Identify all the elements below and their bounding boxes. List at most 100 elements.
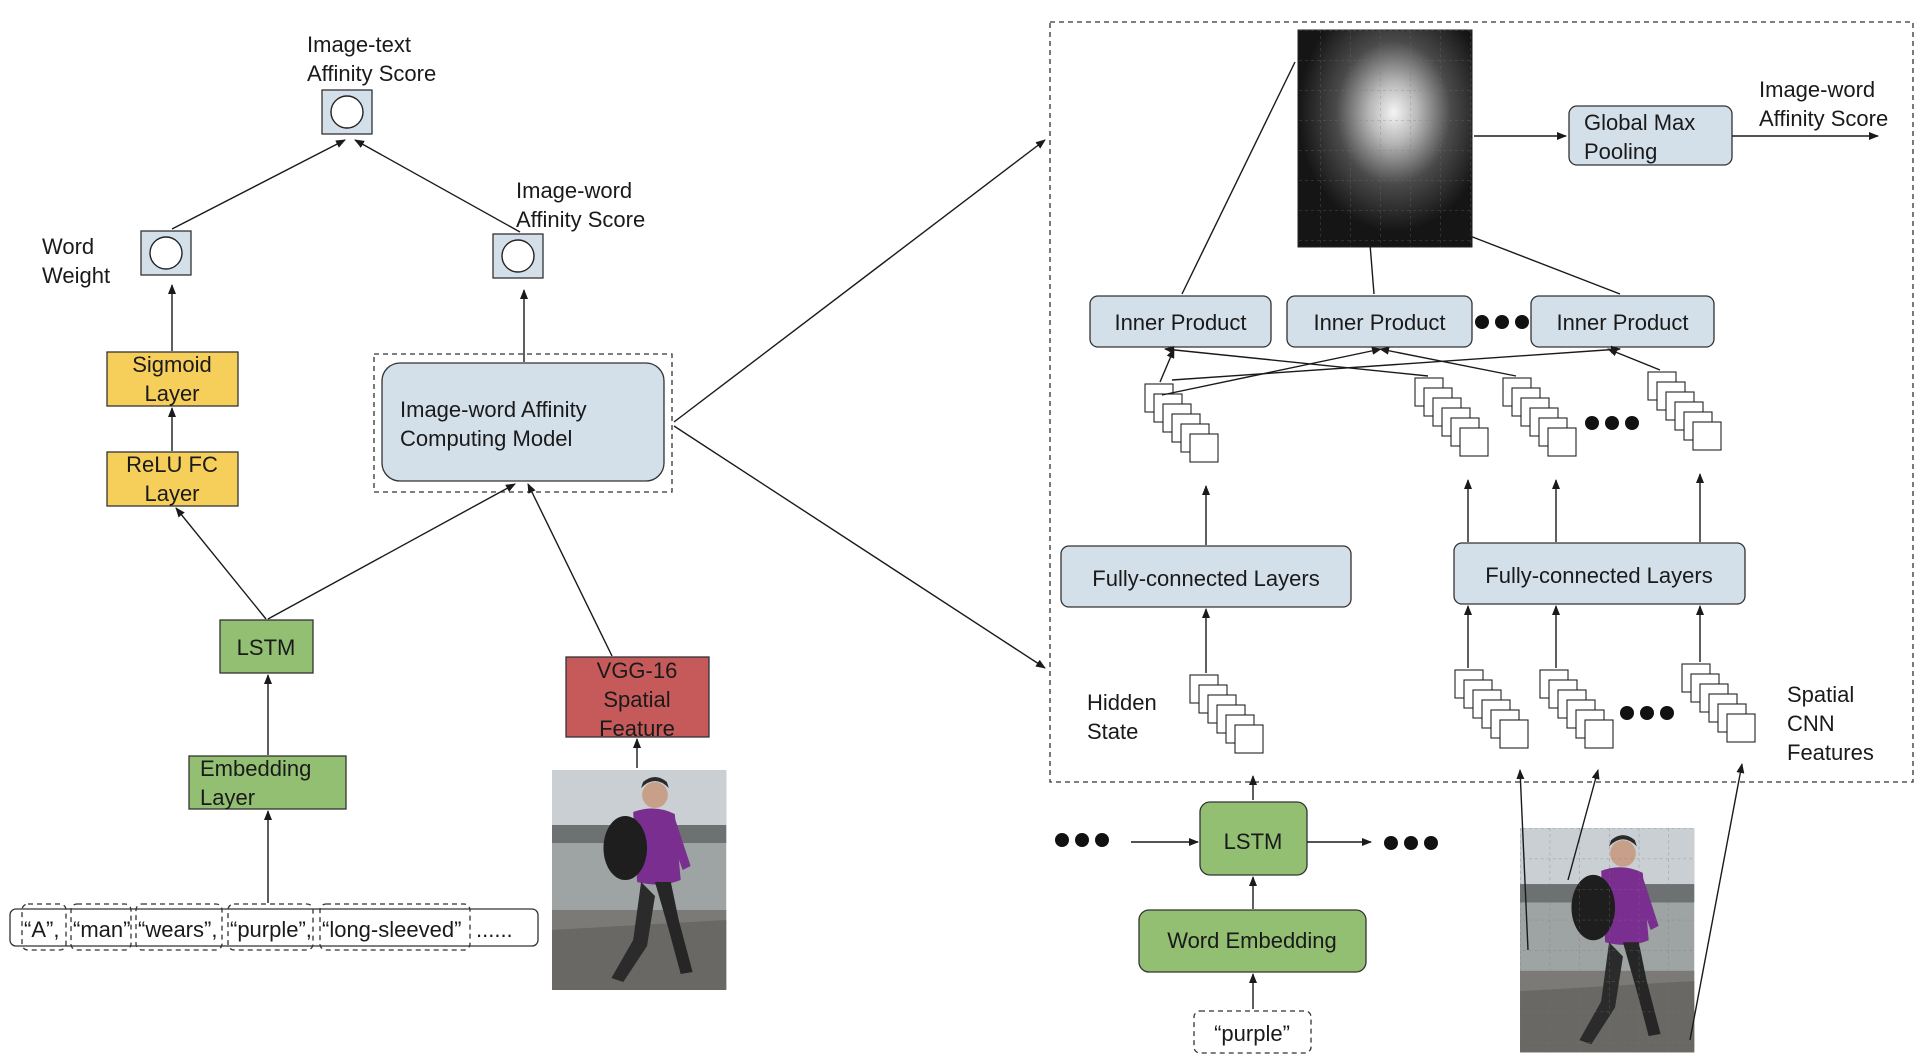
- hidden-state-label-line-2: State: [1087, 719, 1138, 744]
- ellipsis-dot: [1424, 836, 1438, 850]
- token-box-1: [21, 903, 67, 951]
- lstm-label-left: LSTM: [237, 635, 296, 660]
- ellipsis-dot: [1605, 416, 1619, 430]
- line-spatial1-to-ip1: [1164, 345, 1429, 377]
- attention-map-image: [1297, 29, 1473, 248]
- line-hidden-to-ip2: [1161, 346, 1382, 396]
- spatial-cnn-features-label-line-1: Spatial: [1787, 682, 1854, 707]
- arrow-vgg-to-model: [527, 483, 613, 657]
- person-photo-left: [552, 770, 727, 990]
- token-3: “wears”,: [138, 917, 217, 942]
- arrow-lstm-to-model: [267, 483, 516, 620]
- line-spatial2-to-ip2: [1379, 346, 1517, 377]
- circle-node-icon: [149, 236, 183, 270]
- vgg-feature-label-line-3: Feature: [599, 716, 675, 741]
- arrow-word-weight-to-image-text: [171, 139, 346, 230]
- lstm-box-left: [219, 619, 314, 674]
- hidden-state-label-line-1: Hidden: [1087, 690, 1157, 715]
- word-weight-label-line-1: Word: [42, 234, 94, 259]
- feature-map-stack-hidden-top: [1144, 383, 1219, 463]
- token-2: “man”: [73, 917, 130, 942]
- lstm-label-right: LSTM: [1224, 829, 1283, 854]
- sigmoid-layer-label-line-2: Layer: [144, 381, 199, 406]
- ellipsis-dot: [1620, 706, 1634, 720]
- ellipsis-dot: [1075, 833, 1089, 847]
- circle-node-icon: [501, 239, 535, 273]
- feature-map-slice: [1459, 427, 1489, 457]
- ellipsis-dot: [1475, 315, 1489, 329]
- fc-layers-box-left: [1060, 545, 1352, 608]
- fc-layers-box-right: [1453, 542, 1746, 605]
- arrow-photo-to-cnn1: [1516, 769, 1529, 951]
- line-hidden-to-ip3: [1171, 345, 1621, 381]
- inner-product-box-1: [1089, 295, 1272, 348]
- ellipsis-dots-icon: [1585, 416, 1639, 430]
- fc-layers-label-right: Fully-connected Layers: [1485, 563, 1712, 588]
- attention-map-grid: [1298, 30, 1472, 247]
- inner-product-label-3: Inner Product: [1556, 310, 1688, 335]
- image-word-score-label-right-line-1: Image-word: [1759, 77, 1875, 102]
- image-word-score-label-right-line-2: Affinity Score: [1759, 106, 1888, 131]
- ellipsis-dot: [1585, 416, 1599, 430]
- right-panel-dashed-frame: [1049, 21, 1914, 783]
- input-word-box: [1193, 1010, 1312, 1054]
- line-ip1-to-map: [1181, 61, 1296, 295]
- token-box-3: [135, 903, 223, 951]
- inner-product-label-1: Inner Product: [1114, 310, 1246, 335]
- zoom-line-bottom: [673, 425, 1046, 669]
- feature-map-stack-spatial-top-1: [1414, 377, 1489, 457]
- relu-fc-layer-label-line-1: ReLU FC: [126, 452, 218, 477]
- ellipsis-dot: [1625, 416, 1639, 430]
- spatial-cnn-features-label-line-3: Features: [1787, 740, 1874, 765]
- ellipsis-dots-icon: [1384, 836, 1438, 850]
- line-hidden-to-ip1: [1159, 348, 1175, 383]
- image-word-score-label-line-2: Affinity Score: [516, 207, 645, 232]
- input-word-label: “purple”: [1214, 1021, 1290, 1046]
- lstm-box-right: [1199, 801, 1308, 876]
- feature-map-slice: [1584, 719, 1614, 749]
- arrow-photo-to-cnn2: [1567, 769, 1600, 881]
- vgg-feature-label-line-2: Spatial: [603, 687, 670, 712]
- embedding-layer-box: [188, 755, 347, 810]
- relu-fc-layer-label-line-2: Layer: [144, 481, 199, 506]
- token-5: “long-sleeved”: [322, 917, 461, 942]
- embedding-layer-label-line-1: Embedding: [200, 756, 311, 781]
- word-embedding-label: Word Embedding: [1167, 928, 1337, 953]
- token-box-5: [319, 903, 471, 951]
- token-1: “A”,: [24, 917, 59, 942]
- feature-map-stack-cnn-2: [1539, 669, 1614, 749]
- arrow-lstm-to-relu: [175, 507, 267, 620]
- person-photo-right: [1520, 828, 1695, 1053]
- image-text-score-label-line-2: Affinity Score: [307, 61, 436, 86]
- feature-map-stack-cnn-3: [1681, 663, 1756, 743]
- grid-overlay: [1520, 828, 1695, 1053]
- line-ip2-to-map: [1369, 243, 1375, 295]
- token-sequence-box: [9, 908, 539, 947]
- ellipsis-dot: [1640, 706, 1654, 720]
- image-text-score-label-line-1: Image-text: [307, 32, 411, 57]
- ellipsis-dots-icon: [1475, 315, 1529, 329]
- ellipsis-dot: [1095, 833, 1109, 847]
- spatial-cnn-features-label-line-2: CNN: [1787, 711, 1835, 736]
- affinity-model-label-line-1: Image-word Affinity: [400, 397, 587, 422]
- ellipsis-dot: [1055, 833, 1069, 847]
- word-embedding-box: [1138, 909, 1367, 973]
- ellipsis-dots-icon: [1055, 833, 1109, 847]
- feature-map-stack-cnn-1: [1454, 669, 1529, 749]
- feature-map-slice: [1499, 719, 1529, 749]
- line-ip3-to-map: [1469, 235, 1621, 295]
- global-max-pooling-label-line-2: Pooling: [1584, 139, 1657, 164]
- ellipsis-dot: [1495, 315, 1509, 329]
- feature-map-stack-hidden-state: [1189, 674, 1264, 754]
- person-figure: [552, 770, 727, 990]
- affinity-model-label-line-2: Computing Model: [400, 426, 572, 451]
- line-spatial3-to-ip3: [1607, 348, 1661, 371]
- image-word-score-label-line-1: Image-word: [516, 178, 632, 203]
- feature-map-stack-spatial-top-2: [1502, 377, 1577, 457]
- sigmoid-layer-box: [106, 351, 239, 407]
- feature-map-slice: [1189, 433, 1219, 463]
- token-box-2: [70, 903, 132, 951]
- fc-layers-label-left: Fully-connected Layers: [1092, 566, 1319, 591]
